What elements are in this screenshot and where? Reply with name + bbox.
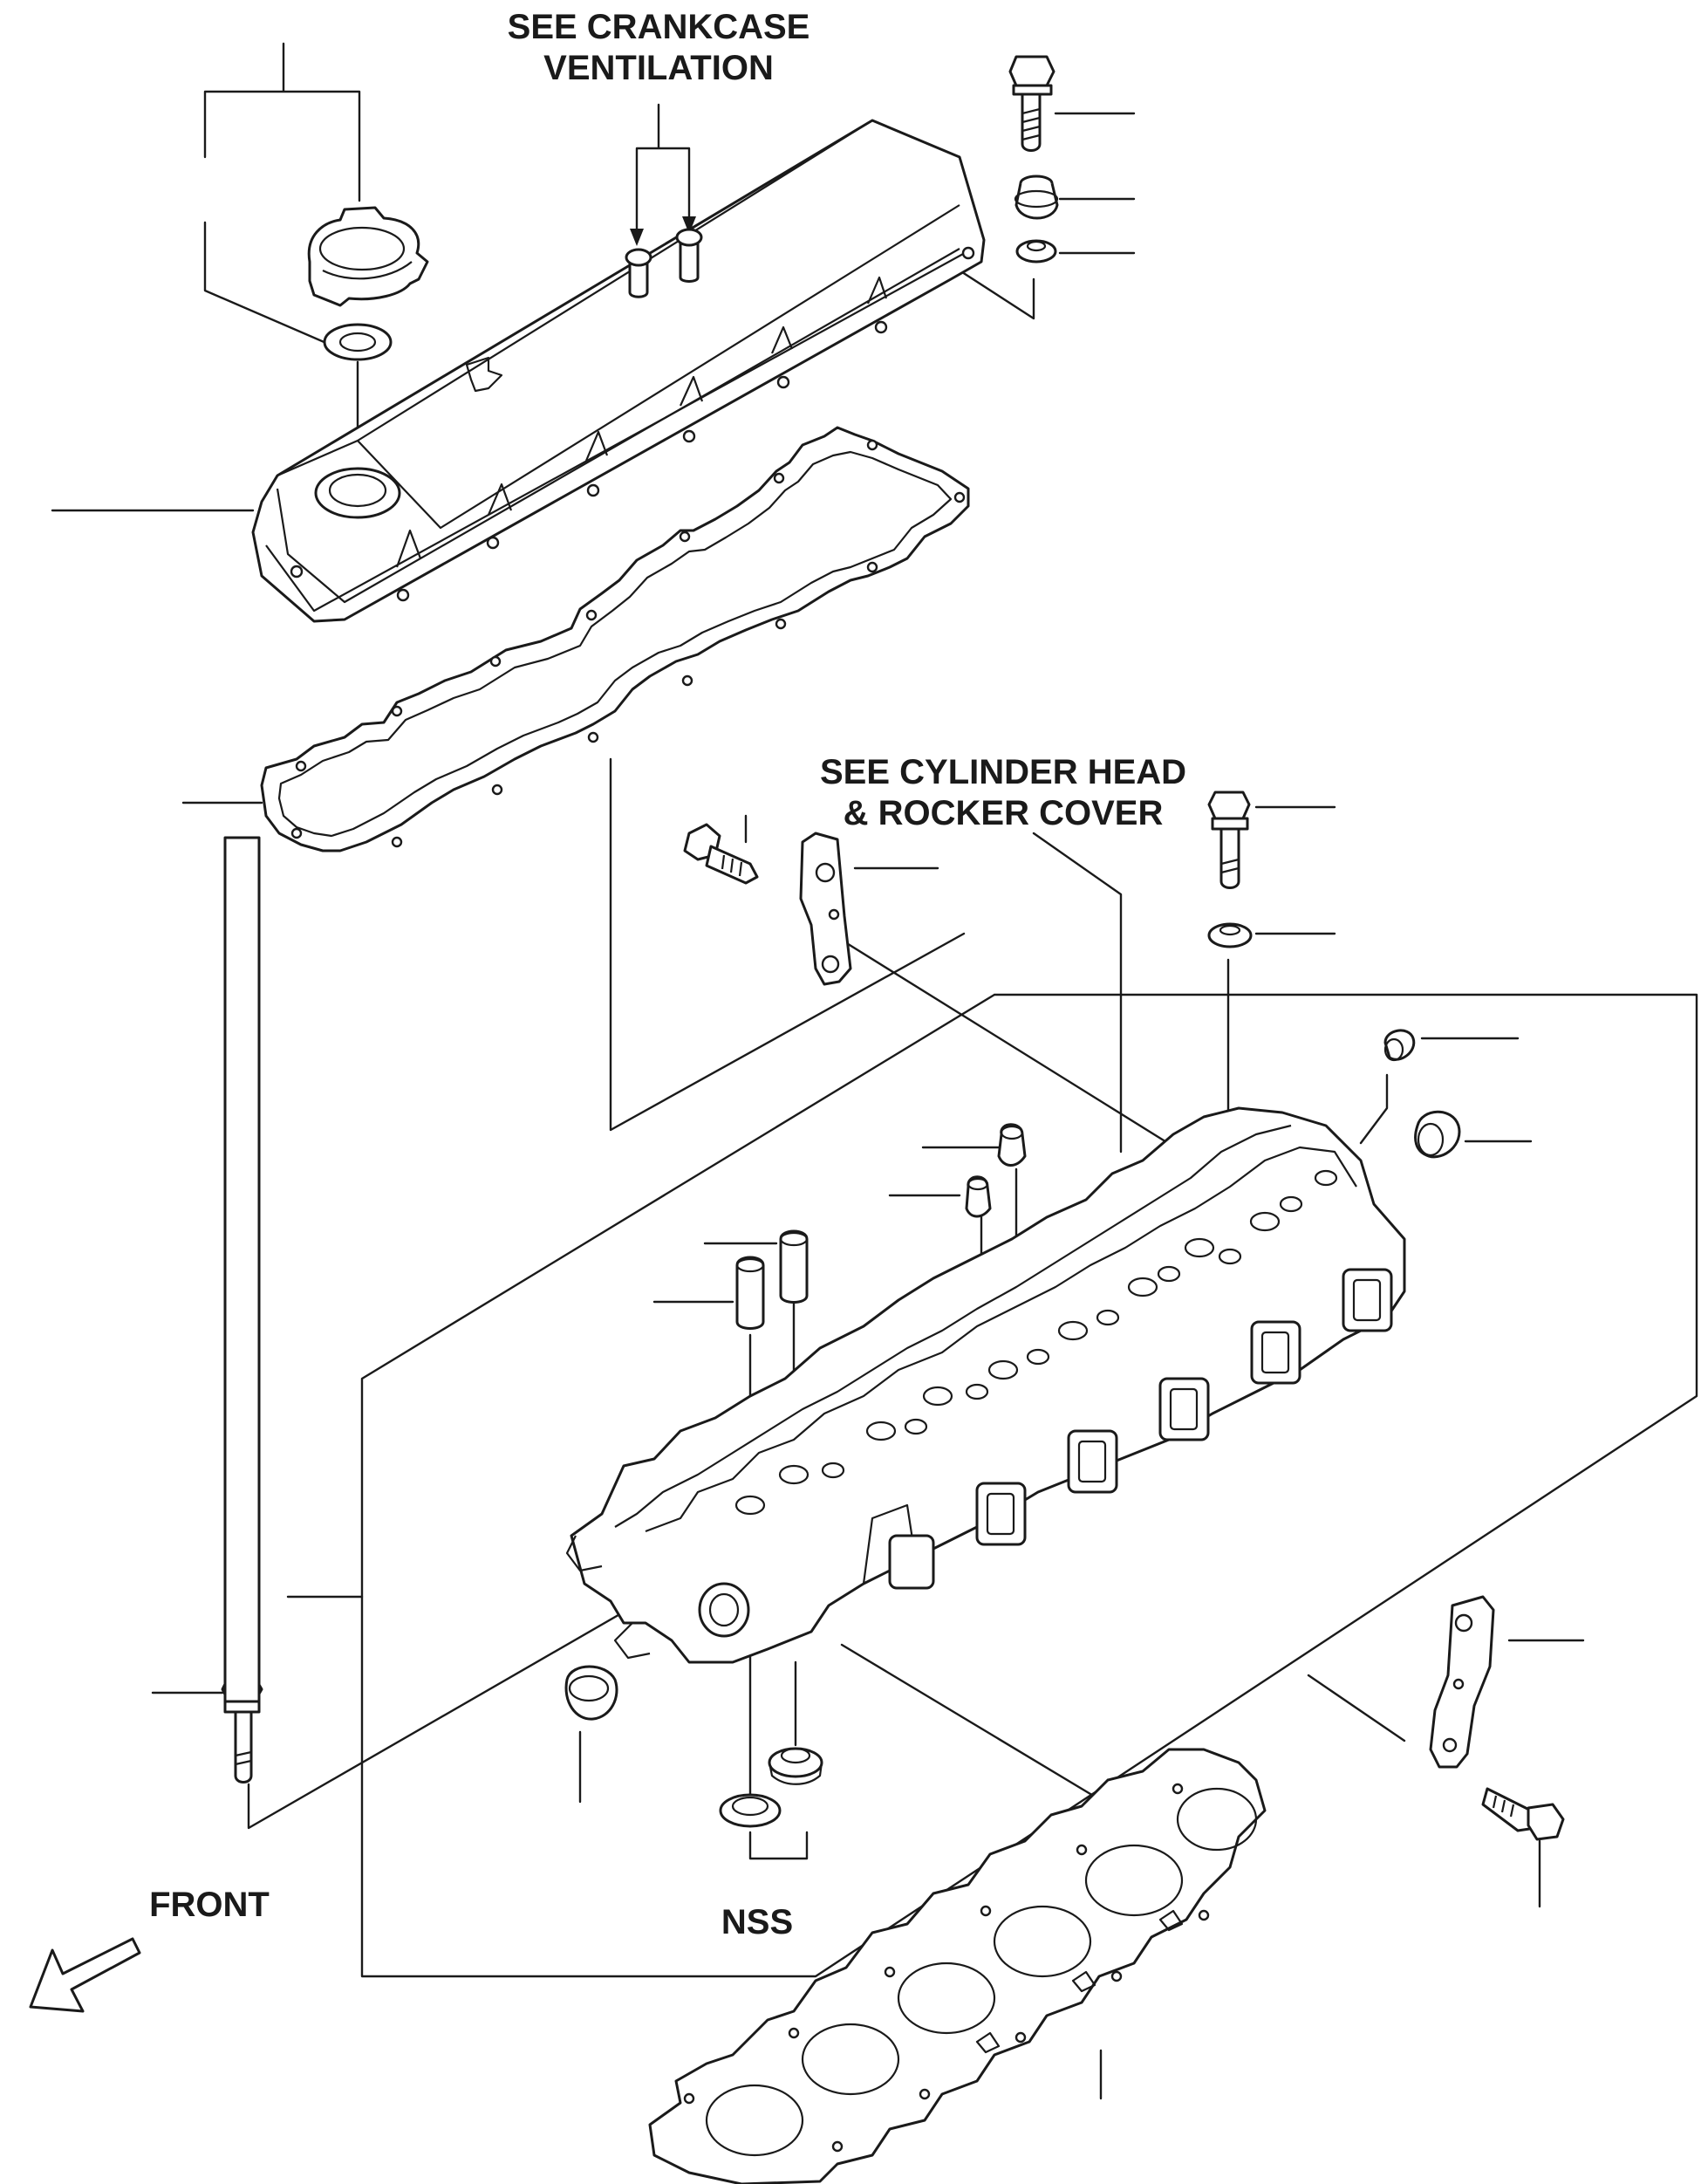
bracket-bolt-front[interactable] bbox=[1481, 1787, 1565, 1841]
expansion-plug[interactable] bbox=[1414, 1110, 1461, 1159]
valve-guide[interactable] bbox=[735, 1123, 1027, 1330]
cap-seal[interactable] bbox=[323, 323, 393, 361]
washer[interactable] bbox=[1015, 239, 1057, 264]
arrow-head-left bbox=[630, 229, 644, 246]
head-bolt-washer[interactable] bbox=[1207, 922, 1253, 948]
nss-label: NSS bbox=[721, 1903, 794, 1941]
rocker-cover[interactable] bbox=[251, 119, 986, 623]
head-bolt-front[interactable] bbox=[221, 836, 263, 1783]
leader-lines bbox=[51, 42, 1698, 2100]
cylinder-head[interactable] bbox=[565, 1106, 1406, 1664]
oil-filler-cap[interactable] bbox=[307, 206, 429, 307]
grommet[interactable] bbox=[1014, 175, 1059, 220]
pcv-valve[interactable] bbox=[625, 228, 703, 298]
cylinder-head-gasket[interactable] bbox=[648, 1748, 1267, 2184]
bracket-bolt-rear[interactable] bbox=[683, 823, 759, 885]
lifting-bracket-rear[interactable] bbox=[799, 832, 852, 986]
cylinder-head-rocker-cover-label[interactable]: SEE CYLINDER HEAD& ROCKER COVER bbox=[819, 753, 1187, 833]
camshaft-plug[interactable] bbox=[1383, 1029, 1416, 1062]
rocker-cover-gasket[interactable] bbox=[260, 426, 970, 852]
expansion-plug-front[interactable] bbox=[564, 1665, 618, 1721]
head-bolt[interactable] bbox=[1207, 791, 1251, 889]
front-arrow-icon bbox=[29, 1937, 141, 2013]
nss-seals[interactable] bbox=[719, 1747, 823, 1828]
front-label: FRONT bbox=[149, 1886, 270, 1924]
lifting-bracket-front[interactable] bbox=[1429, 1595, 1495, 1769]
arrow-head-right bbox=[682, 216, 696, 234]
cover-bolt[interactable] bbox=[1008, 55, 1055, 152]
